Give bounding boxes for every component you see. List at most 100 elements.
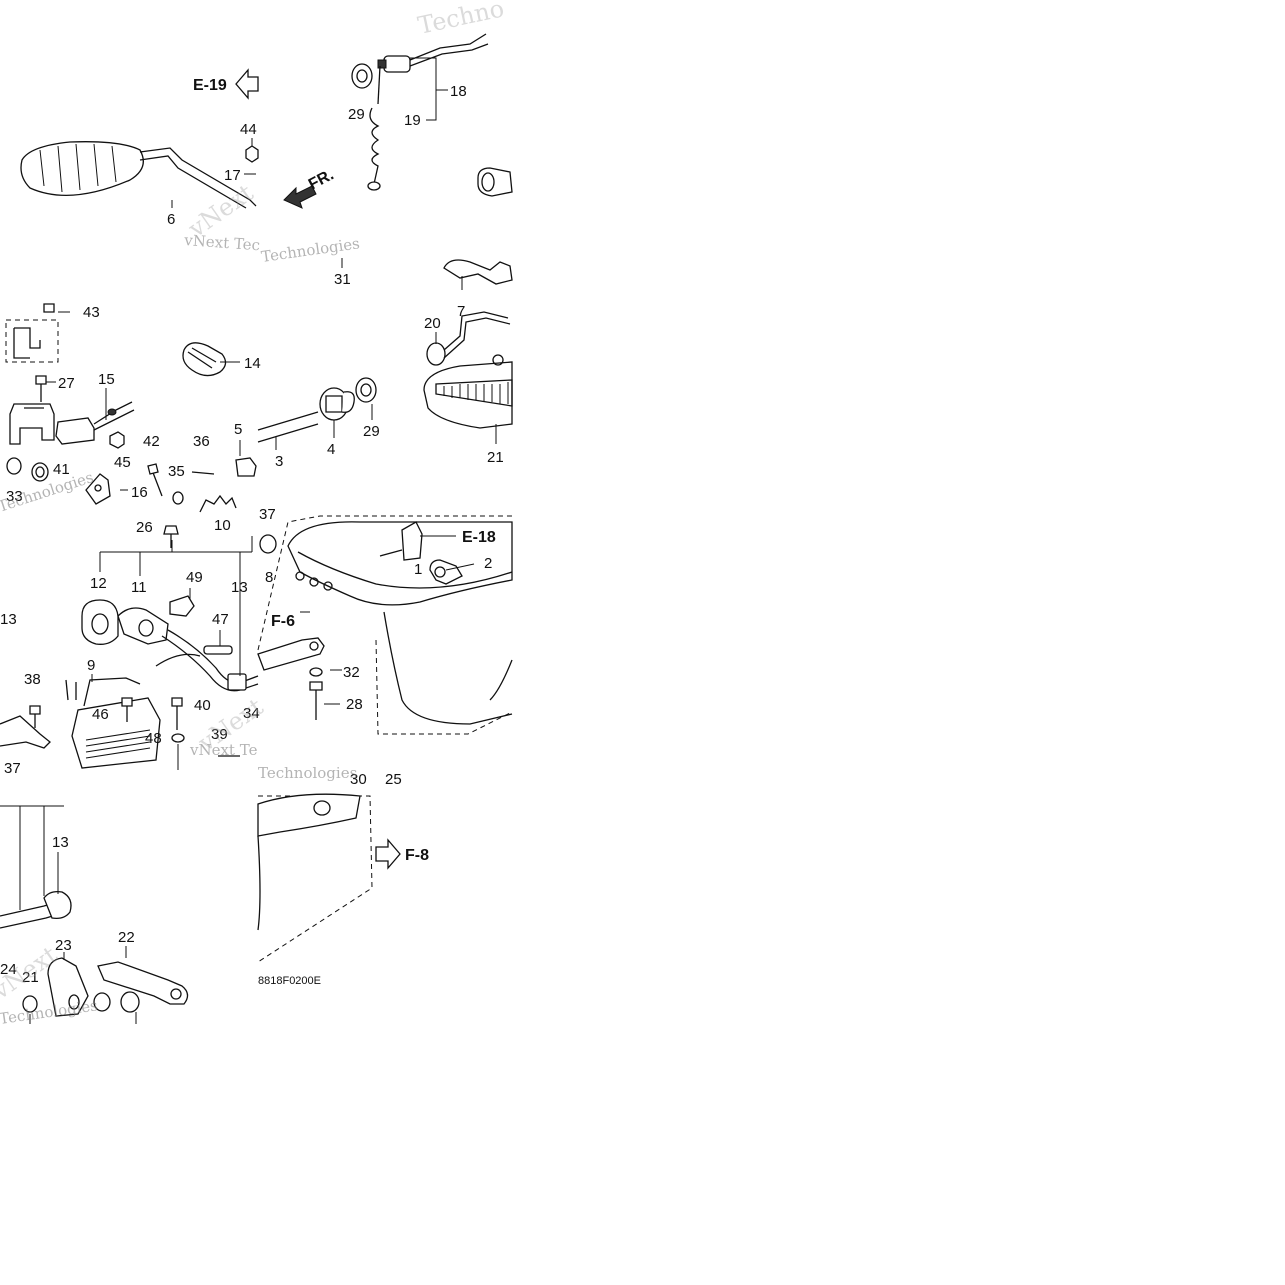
callout-13-edge: 13: [0, 611, 17, 628]
callout-16: 16: [131, 484, 148, 501]
callout-24: 24: [0, 961, 17, 978]
bolt-40: [171, 697, 183, 730]
washer-33: [6, 457, 22, 475]
bolt-28: [309, 681, 323, 720]
bracket-main: [9, 403, 55, 445]
plug-4: [319, 387, 355, 421]
callout-45: 45: [114, 454, 131, 471]
tiller-handle: [20, 141, 257, 209]
leader-lines: [29, 57, 497, 1024]
callout-36: 36: [193, 433, 210, 450]
callout-41: 41: [53, 461, 70, 478]
callout-23: 23: [55, 937, 72, 954]
callout-13: 13: [231, 579, 248, 596]
connector: [227, 673, 247, 691]
callout-26: 26: [136, 519, 153, 536]
washer-32: [309, 667, 323, 677]
f8-arrow-icon: [375, 838, 401, 870]
bolt-27: [35, 375, 47, 402]
callout-34: 34: [243, 705, 260, 722]
lanyard-19: [367, 65, 381, 191]
arm-13-lower: [0, 805, 72, 929]
regulator-9: [65, 677, 161, 769]
callout-5: 5: [234, 421, 242, 438]
pin-36: [191, 471, 215, 475]
callout-14: 14: [244, 355, 261, 372]
watermark-text: vNext Tec: [183, 231, 261, 254]
screw-38: [29, 705, 41, 728]
drawing-code: 8818F0200E: [258, 975, 321, 987]
cover-21: [423, 354, 513, 429]
ref-e18-label: E-18: [462, 529, 496, 546]
watermark-text: Technologies: [0, 996, 99, 1028]
callout-27: 27: [58, 375, 75, 392]
watermark-text: vNext Te: [189, 741, 258, 759]
clamp-49: [169, 595, 195, 617]
callout-4: 4: [327, 441, 335, 458]
ref-f6-label: F-6: [271, 613, 295, 630]
callout-44: 44: [240, 121, 257, 138]
watermark-text: Technologies: [260, 234, 361, 266]
nut-45: [109, 431, 125, 449]
callout-21-lower: 21: [22, 969, 39, 986]
callout-28: 28: [346, 696, 363, 713]
callout-10: 10: [214, 517, 231, 534]
callout-12: 12: [90, 575, 107, 592]
callout-48: 48: [145, 730, 162, 747]
switch-15: [55, 401, 135, 445]
e19-arrow-icon: [235, 68, 259, 100]
callout-30: 30: [350, 771, 367, 788]
callout-19: 19: [404, 112, 421, 129]
callout-22: 22: [118, 929, 135, 946]
grommet-41: [31, 462, 49, 482]
callout-3: 3: [275, 453, 283, 470]
callout-7: 7: [457, 303, 465, 320]
bracket-43-group: [5, 303, 59, 363]
bushing-8: [259, 534, 277, 554]
pan-outline: [257, 515, 513, 735]
bracket-23: [47, 957, 89, 1017]
callout-29-mid: 29: [363, 423, 380, 440]
bracket-16: [85, 473, 111, 505]
callout-33: 33: [6, 488, 23, 505]
callout-39: 39: [211, 726, 228, 743]
callout-47: 47: [212, 611, 229, 628]
small-nut-44: [245, 145, 259, 163]
callout-25: 25: [385, 771, 402, 788]
callout-37: 37: [4, 760, 21, 777]
callout-13-lower: 13: [52, 834, 69, 851]
bolt-46: [121, 697, 133, 722]
callout-43: 43: [83, 304, 100, 321]
callout-11: 11: [131, 579, 147, 596]
bracket-37: [0, 715, 51, 749]
screw-26: [163, 525, 179, 548]
bolt-42: [147, 463, 163, 497]
fr-arrow-icon: [283, 185, 317, 209]
callout-20: 20: [424, 315, 441, 332]
callout-49: 49: [186, 569, 203, 586]
lever-2: [429, 559, 463, 585]
switch-nut-29: [351, 63, 373, 89]
washer-48: [171, 733, 185, 743]
callout-1: 1: [414, 561, 422, 578]
gear-part: [199, 494, 237, 513]
ref-f8-label: F-8: [405, 847, 429, 864]
callout-32: 32: [343, 664, 360, 681]
callout-31: 31: [334, 271, 351, 288]
callout-9: 9: [87, 657, 95, 674]
callout-18: 18: [450, 83, 467, 100]
lower-cover: [257, 793, 373, 963]
watermark-text: Technologies: [258, 764, 357, 782]
mount-12: [81, 599, 119, 645]
callout-40: 40: [194, 697, 211, 714]
mount-11: [117, 607, 169, 645]
callout-6: 6: [167, 211, 175, 228]
arm-part: [257, 637, 325, 671]
callout-35: 35: [168, 463, 185, 480]
switch-1: [379, 521, 423, 561]
washer-35: [172, 491, 184, 505]
clamp-14: [182, 342, 227, 377]
callout-15: 15: [98, 371, 115, 388]
